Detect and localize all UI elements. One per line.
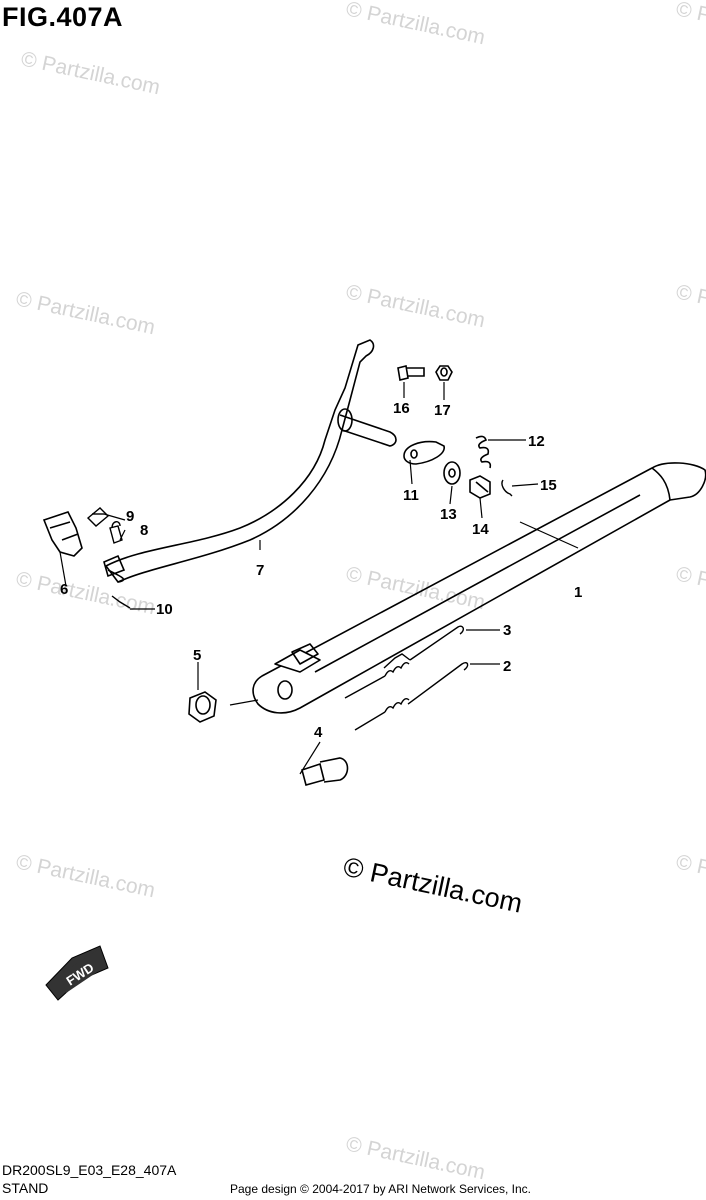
pin-part <box>109 521 123 544</box>
callout-7: 7 <box>256 562 264 579</box>
watermark-layer: © Partzilla.com © Partzilla.com © Partzi… <box>14 0 706 1184</box>
clip-part <box>86 507 110 527</box>
watermark: © Partzilla.com <box>674 850 706 902</box>
callout-16: 16 <box>393 400 410 417</box>
watermark: © Partzilla.com <box>344 1132 487 1184</box>
watermark: © Partzilla.com <box>14 287 157 339</box>
callout-5: 5 <box>193 647 201 664</box>
stand-arm-part <box>103 339 397 583</box>
callout-6: 6 <box>60 581 68 598</box>
watermark: © Partzilla.com <box>19 47 162 99</box>
watermark: © Partzilla.com <box>344 280 487 332</box>
washer-part <box>443 461 461 485</box>
model-code: DR200SL9_E03_E28_407A <box>2 1162 177 1178</box>
callout-3: 3 <box>503 622 511 639</box>
watermark: © Partzilla.com <box>674 280 706 332</box>
figure-title: FIG.407A <box>2 2 124 32</box>
callout-14: 14 <box>472 521 489 538</box>
fwd-arrow-icon: FWD <box>45 945 109 1001</box>
callout-2: 2 <box>503 658 511 675</box>
watermark: © Partzilla.com <box>14 850 157 902</box>
callout-4: 4 <box>314 724 323 741</box>
nut-part <box>188 691 217 723</box>
leader-lines <box>59 382 579 775</box>
bolt-part <box>397 365 425 381</box>
spring-part <box>344 625 469 731</box>
nut-tiny-part <box>435 365 453 381</box>
callout-10: 10 <box>156 601 173 618</box>
nut-small-part <box>469 475 491 499</box>
cotter-pin-part <box>111 595 131 609</box>
watermark: © Partzilla.com <box>674 562 706 614</box>
callout-11: 11 <box>403 487 419 504</box>
watermark-large: © Partzilla.com <box>341 852 525 919</box>
watermark: © Partzilla.com <box>344 562 487 614</box>
callout-15: 15 <box>540 477 557 494</box>
side-stand-part <box>252 462 706 714</box>
bracket-part <box>42 511 83 557</box>
watermark: © Partzilla.com <box>674 0 706 49</box>
callout-17: 17 <box>434 402 451 419</box>
callout-13: 13 <box>440 506 457 523</box>
callout-8: 8 <box>140 522 148 539</box>
spring-small-part <box>475 435 492 469</box>
callout-9: 9 <box>126 508 134 525</box>
pivot-bolt-part <box>301 757 349 786</box>
watermark: © Partzilla.com <box>344 0 487 49</box>
callout-1: 1 <box>574 584 582 601</box>
section-name: STAND <box>2 1180 49 1196</box>
page-credit: Page design © 2004-2017 by ARI Network S… <box>230 1182 532 1196</box>
cotter-pin-small-part <box>501 479 513 497</box>
callout-12: 12 <box>528 433 545 450</box>
plate-part <box>403 440 445 465</box>
